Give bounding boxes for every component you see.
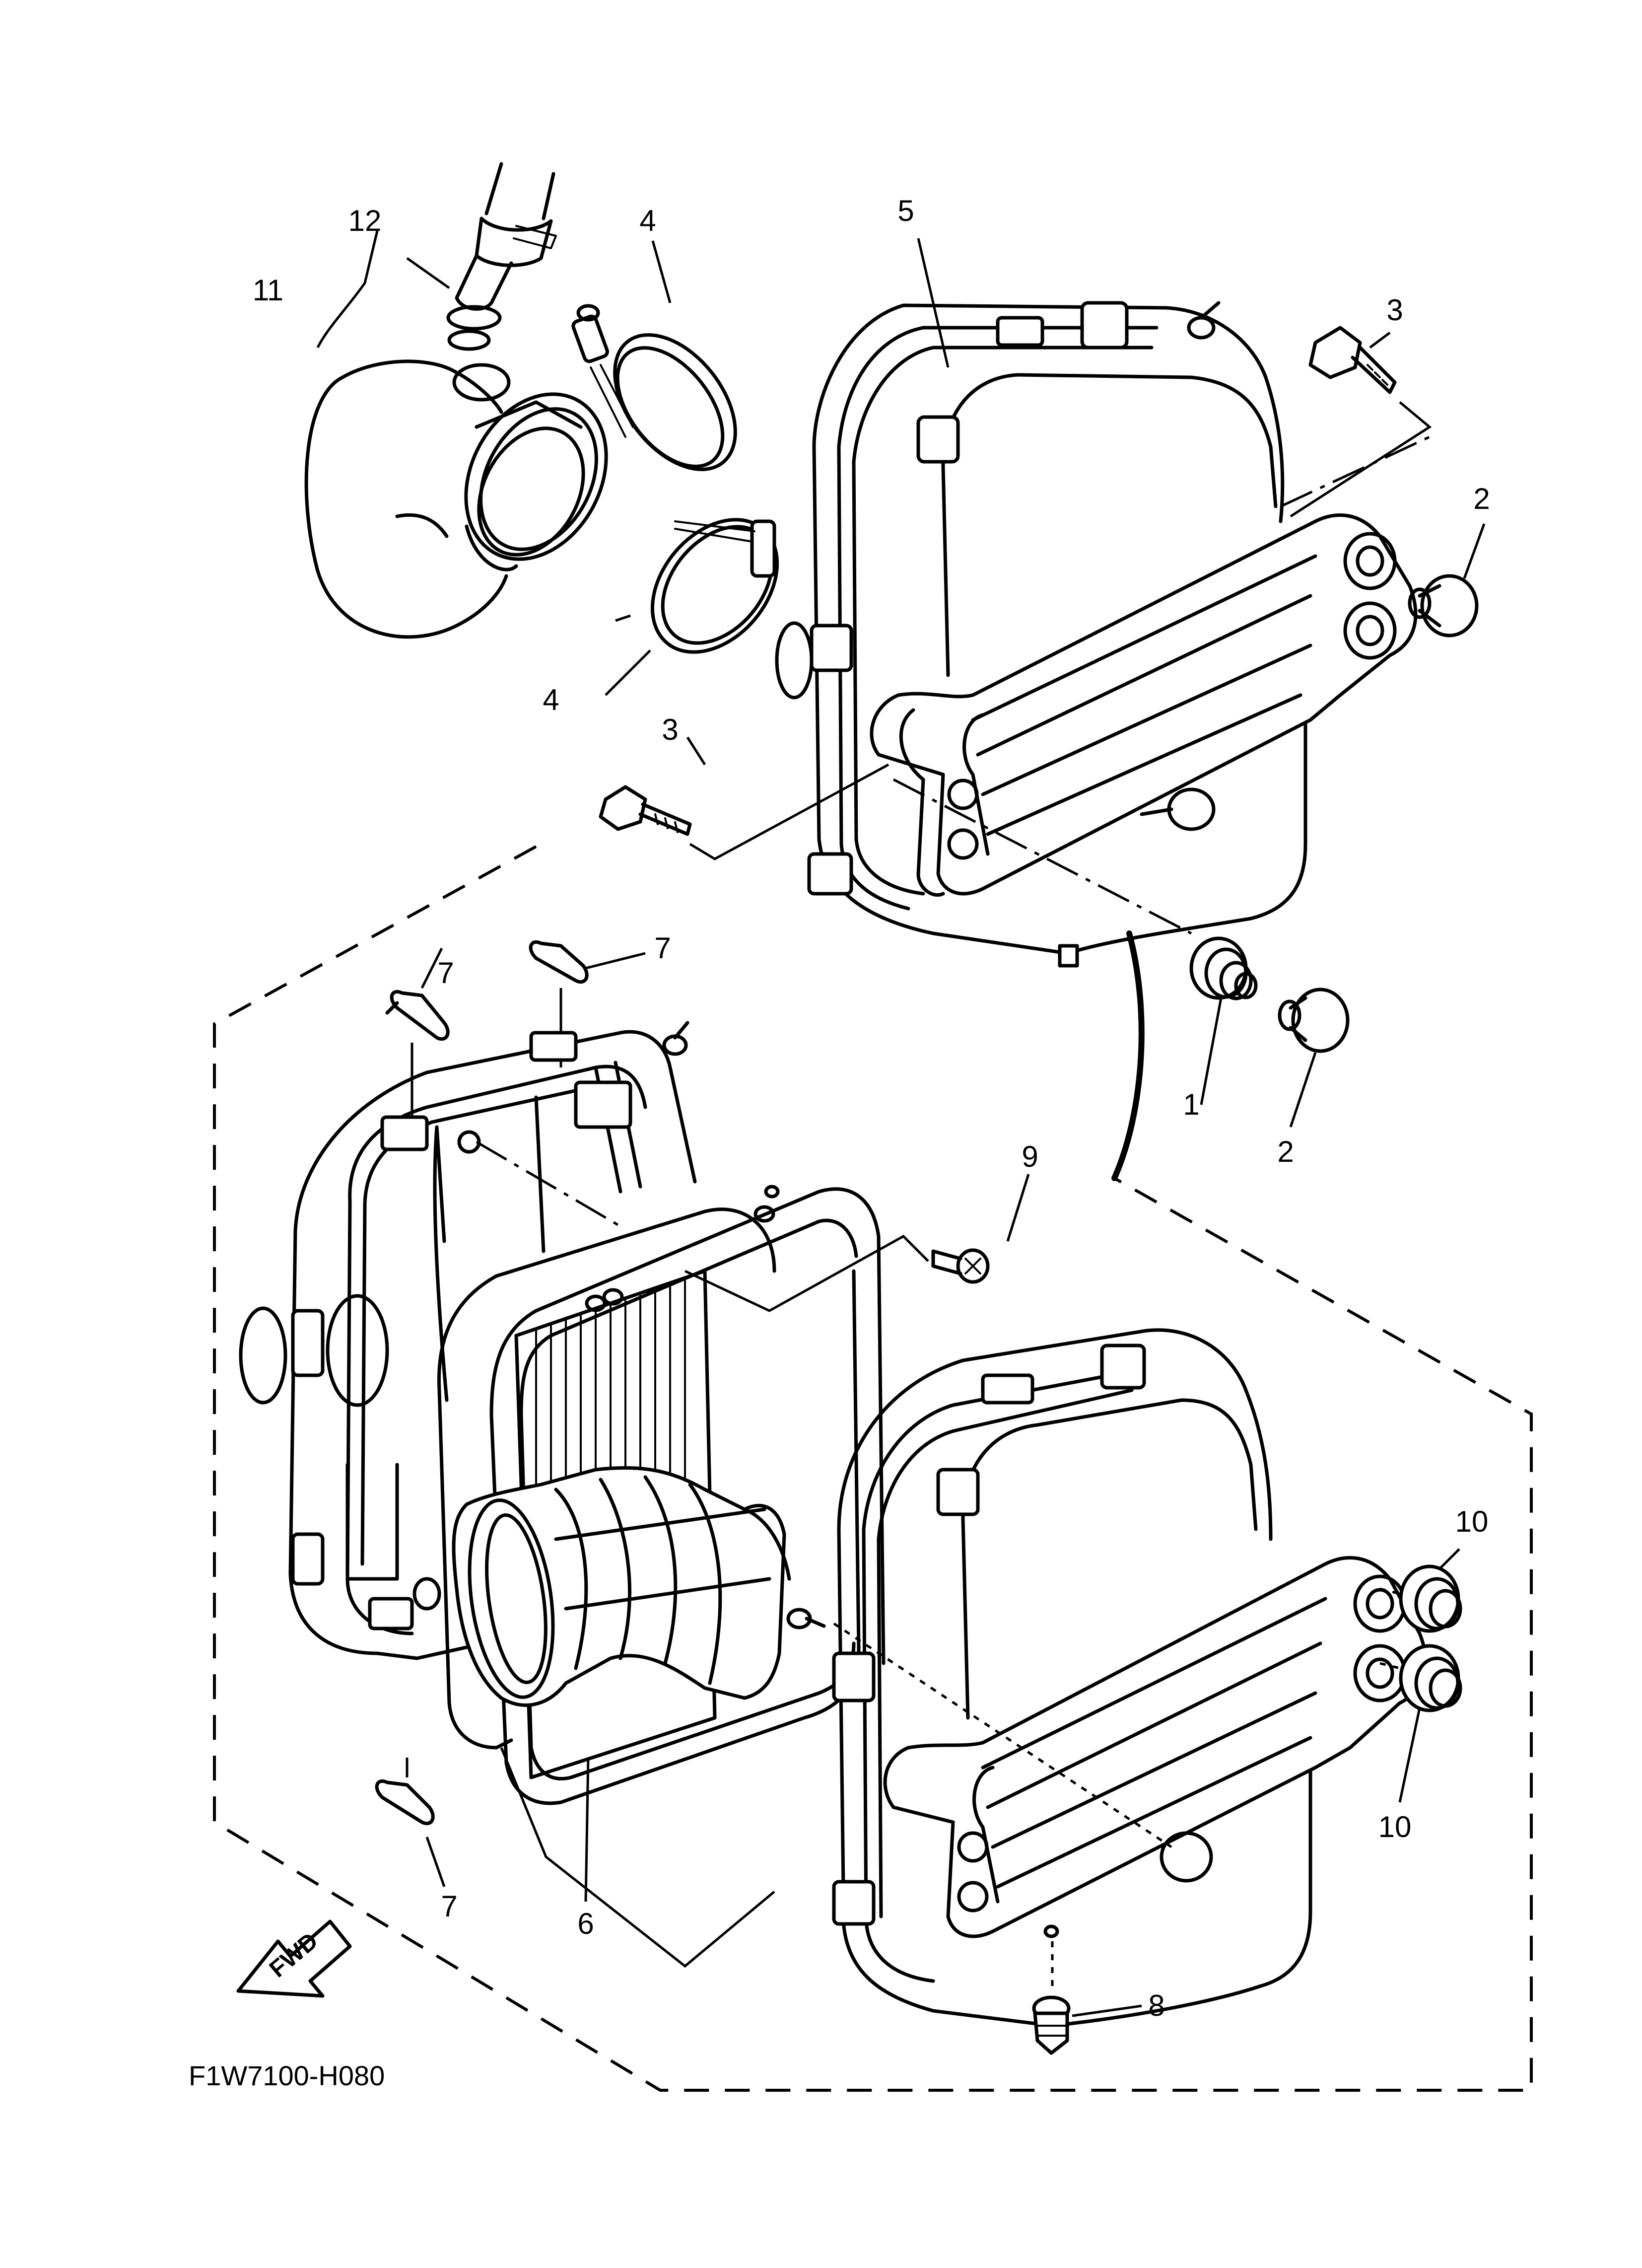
callout-2-upper: 2 <box>1473 482 1490 515</box>
part-1-grommet <box>892 778 1258 1000</box>
callout-11: 11 <box>253 274 283 307</box>
part-4-upper-clamp <box>571 304 737 471</box>
assembly-link-line <box>1111 930 1145 1181</box>
callout-10-upper: 10 <box>1455 1505 1489 1538</box>
part-2-upper-collar <box>1408 574 1479 638</box>
callout-7-top: 7 <box>654 931 671 965</box>
callout-4-upper: 4 <box>639 204 656 237</box>
callout-3-lower: 3 <box>662 713 678 746</box>
part-9-screw <box>684 1234 990 1312</box>
part-3-upper-bolt <box>1290 326 1432 518</box>
part-10-lower-grommet <box>1379 1644 1462 1712</box>
fwd-arrow-icon: FWD <box>236 1919 352 1998</box>
part-5-airbox-assembled <box>775 301 1431 968</box>
part-4-lower-clamp <box>650 518 779 654</box>
callout-7-left: 7 <box>437 956 454 990</box>
callout-6: 6 <box>577 1907 594 1940</box>
callout-1: 1 <box>1183 1088 1199 1121</box>
part-6-element-frame <box>437 1185 886 1805</box>
callout-7-bottom: 7 <box>441 1890 457 1923</box>
callout-labels: 1 2 2 3 3 4 4 5 6 7 7 7 8 9 10 10 11 12 <box>253 194 1490 2022</box>
part-8-drain-plug <box>1032 1995 1071 2055</box>
part-12-breather-hose <box>446 162 557 351</box>
part-3-lower-bolt <box>599 763 889 860</box>
assembly-boundary <box>213 845 1533 2092</box>
callout-9: 9 <box>1022 1140 1038 1173</box>
part-2-lower-collar <box>1278 988 1350 1053</box>
callout-10-lower: 10 <box>1378 1810 1412 1843</box>
airbox-rear-case <box>239 1021 697 1660</box>
part-10-upper-grommet <box>1379 1564 1462 1633</box>
callout-2-lower: 2 <box>1277 1135 1294 1168</box>
leader-lines <box>316 230 1486 2017</box>
part-7-clip-bottom <box>375 1758 446 1887</box>
part-11-intake-duct <box>304 359 608 639</box>
callout-12: 12 <box>348 204 382 237</box>
callout-3-upper: 3 <box>1386 293 1403 327</box>
callout-8: 8 <box>1148 1989 1164 2022</box>
airbox-front-cover <box>786 1328 1428 2028</box>
drawing-code: F1W7100-H080 <box>189 2060 385 2091</box>
callout-4-lower: 4 <box>543 683 559 716</box>
callout-5: 5 <box>897 194 914 227</box>
